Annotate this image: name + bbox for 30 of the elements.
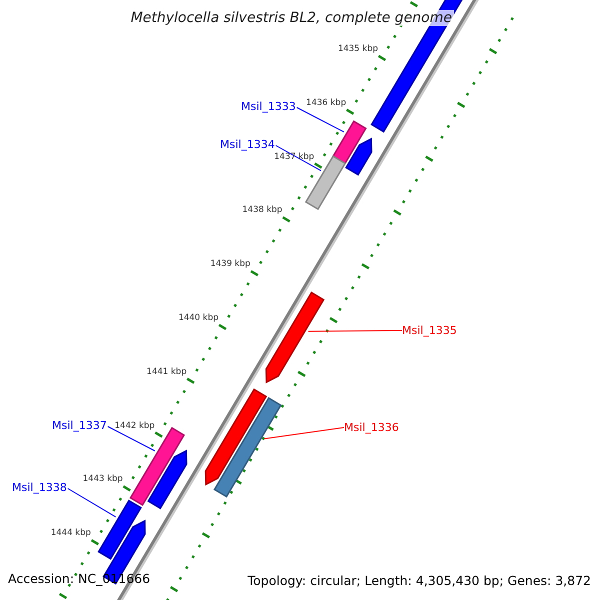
scale-label: 1438 kbp [242, 206, 282, 215]
leader-line [296, 107, 344, 132]
gene-label: Msil_1338 [12, 482, 67, 493]
scale-label: 1444 kbp [50, 529, 91, 538]
gene-label: Msil_1333 [241, 101, 296, 112]
gene-bar [332, 120, 367, 164]
scale-label: 1439 kbp [210, 260, 250, 269]
gene-label: Msil_1334 [220, 139, 275, 150]
genome-info-text: Topology: circular; Length: 4,305,430 bp; Genes: 3,872 [248, 575, 591, 588]
gene-label: Msil_1336 [344, 422, 399, 433]
leader-line [264, 427, 344, 440]
scale-label: 1442 kbp [114, 422, 155, 430]
gene-bar [147, 450, 188, 510]
gene-bar [345, 138, 372, 176]
gene-bar [98, 500, 142, 560]
scale-label: 1435 kbp [338, 45, 378, 54]
gene-label: Msil_1335 [402, 325, 457, 336]
gene-bar [204, 388, 268, 486]
scale-label: 1441 kbp [146, 368, 187, 376]
gene-bar [265, 291, 325, 384]
scale-label: 1436 kbp [306, 98, 346, 108]
leader-line [308, 330, 402, 332]
scale-label: 1443 kbp [82, 475, 123, 484]
scale-label: 1440 kbp [178, 314, 218, 322]
gene-label: Msil_1337 [52, 420, 107, 431]
gene-bar [213, 396, 282, 498]
scale-label: 1437 kbp [274, 152, 314, 162]
leader-line [107, 426, 156, 452]
leader-line [275, 145, 322, 172]
title: Methylocella silvestris BL2, complete genome [128, 10, 454, 26]
